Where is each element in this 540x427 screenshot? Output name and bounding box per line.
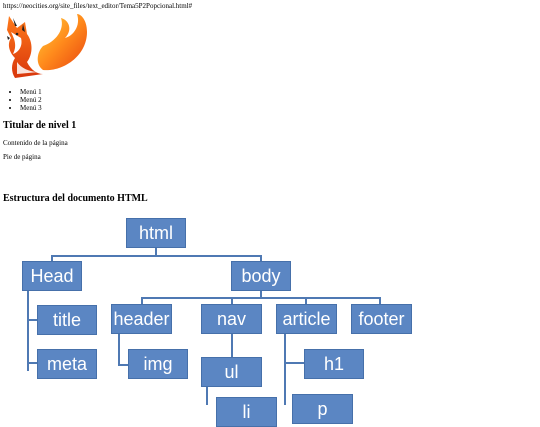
node-li: li xyxy=(216,397,277,427)
node-header: header xyxy=(111,304,172,334)
connector-line xyxy=(155,248,157,256)
connector-line xyxy=(27,362,37,364)
main-heading: Titular de nivel 1 xyxy=(3,120,77,131)
connector-line xyxy=(118,364,128,366)
connector-line xyxy=(206,386,208,405)
menu-item[interactable]: Menú 1 xyxy=(20,88,42,96)
connector-line xyxy=(27,319,37,321)
connector-line xyxy=(141,297,143,304)
menu-item[interactable]: Menú 2 xyxy=(20,96,42,104)
connector-line xyxy=(379,297,381,304)
node-p: p xyxy=(292,394,353,424)
connector-line xyxy=(51,255,262,257)
node-footer: footer xyxy=(351,304,412,334)
page-content: Contenido de la página xyxy=(3,139,68,147)
connector-line xyxy=(141,297,381,299)
node-nav: nav xyxy=(201,304,262,334)
connector-line xyxy=(118,334,120,366)
html-structure-diagram: html Head body title meta header img nav… xyxy=(0,210,540,427)
connector-line xyxy=(260,291,262,298)
page-footer: Pie de página xyxy=(3,153,41,161)
connector-line xyxy=(231,334,233,358)
diagram-title: Estructura del documento HTML xyxy=(3,193,148,204)
node-body: body xyxy=(231,261,291,291)
connector-line xyxy=(284,362,304,364)
menu-item[interactable]: Menú 3 xyxy=(20,104,42,112)
fox-logo-icon xyxy=(7,14,87,78)
node-h1: h1 xyxy=(304,349,364,379)
connector-line xyxy=(51,255,53,261)
node-ul: ul xyxy=(201,357,262,387)
menu-list: Menú 1 Menú 2 Menú 3 xyxy=(8,88,42,112)
node-img: img xyxy=(128,349,188,379)
node-head: Head xyxy=(22,261,82,291)
node-meta: meta xyxy=(37,349,97,379)
connector-line xyxy=(27,291,29,371)
connector-line xyxy=(260,255,262,261)
node-title: title xyxy=(37,305,97,335)
connector-line xyxy=(305,297,307,304)
connector-line xyxy=(231,297,233,304)
connector-line xyxy=(284,334,286,405)
node-article: article xyxy=(276,304,337,334)
node-html: html xyxy=(126,218,186,248)
page-url: https://neocities.org/site_files/text_ed… xyxy=(3,2,193,10)
